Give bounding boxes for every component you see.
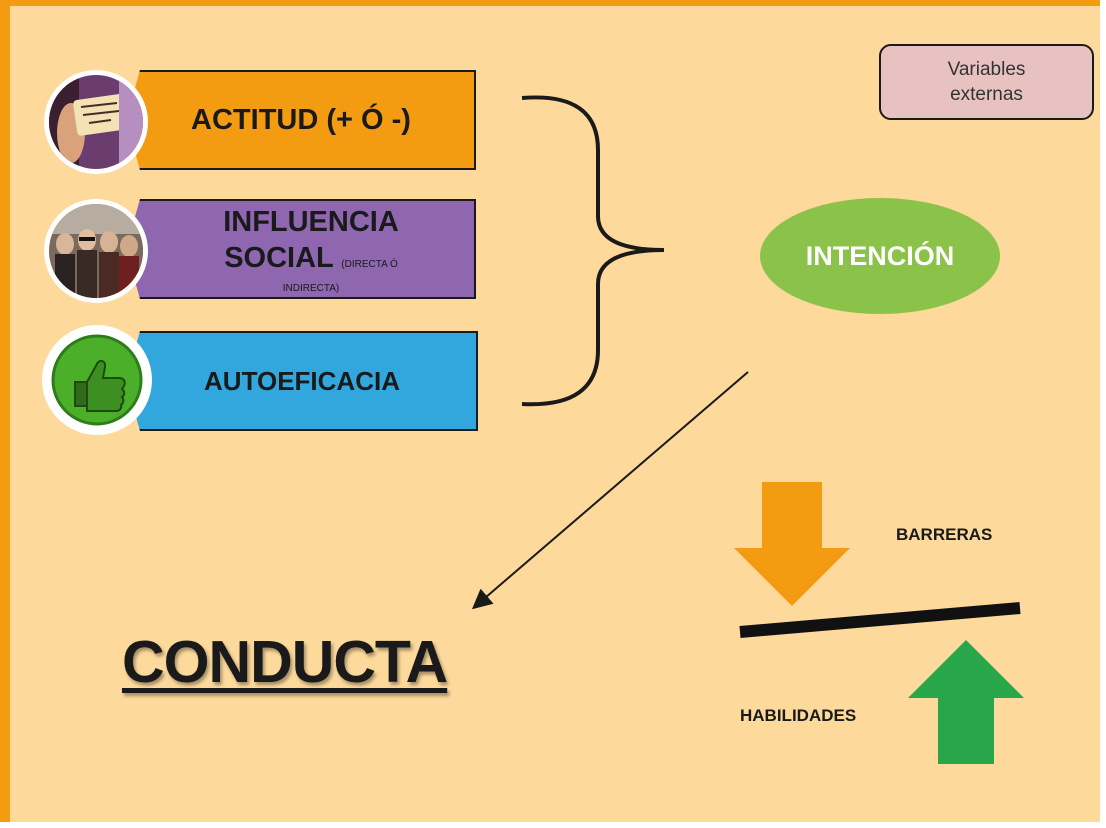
habilidades-arrow-up-icon [908, 640, 1024, 764]
grouping-brace [521, 95, 665, 407]
intencion-ellipse: INTENCIÓN [760, 198, 1000, 314]
sign-photo-icon [44, 70, 148, 174]
intencion-label: INTENCIÓN [805, 240, 955, 271]
influencia-label-2: SOCIAL [224, 241, 334, 274]
influencia-social-box: INFLUENCIA SOCIAL (DIRECTA Ó INDIRECTA) [126, 199, 476, 299]
variables-externas-box: Variables externas [879, 44, 1094, 120]
actitud-label: ACTITUD (+ Ó -) [191, 103, 411, 136]
influencia-label-1: INFLUENCIA [223, 205, 399, 238]
balance-line [739, 602, 1021, 638]
variables-externas-label: Variables externas [947, 59, 1026, 105]
intencion-to-conducta-arrow [471, 371, 749, 610]
actitud-box: ACTITUD (+ Ó -) [126, 70, 476, 170]
barreras-label: BARRERAS [896, 525, 993, 544]
conducta-title: CONDUCTA [122, 629, 448, 695]
thumbs-up-icon [42, 325, 152, 435]
influencia-small-1: (DIRECTA Ó [341, 258, 398, 270]
autoeficacia-box: AUTOEFICACIA [126, 331, 478, 431]
autoeficacia-label: AUTOEFICACIA [204, 365, 400, 396]
barreras-arrow-down-icon [734, 482, 850, 606]
group-photo-icon [44, 199, 148, 303]
habilidades-label: HABILIDADES [740, 706, 857, 725]
influencia-small-2: INDIRECTA) [282, 282, 340, 294]
